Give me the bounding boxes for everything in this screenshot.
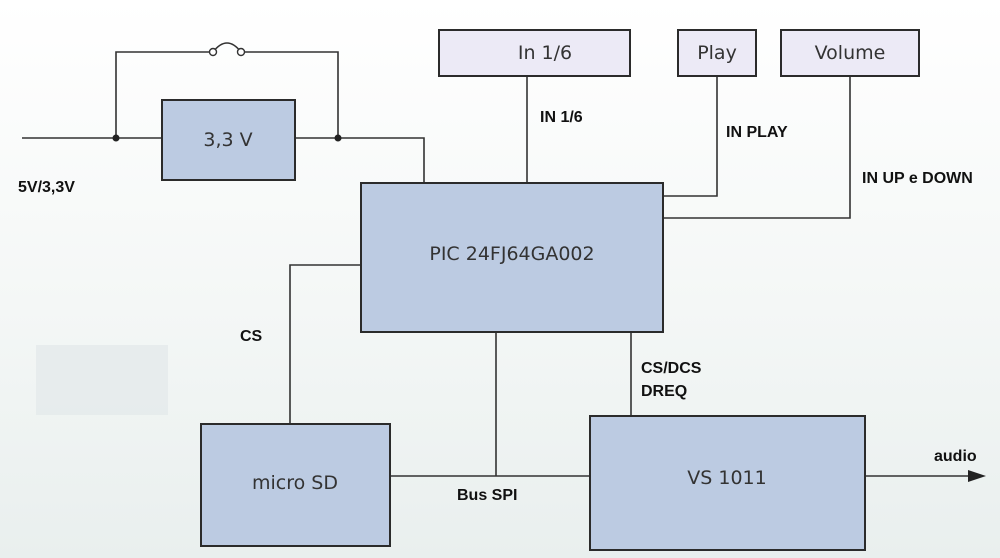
cs-signal-label: CS	[240, 328, 263, 345]
switch-contact-icon	[208, 47, 218, 57]
bypass-left-wire	[115, 51, 213, 138]
microsd-label: micro SD	[252, 472, 338, 494]
cs-wire	[289, 264, 361, 424]
inupdown-signal-label: IN UP e DOWN	[862, 170, 973, 187]
regulator-to-mcu-wire	[295, 137, 425, 183]
switch-arc	[212, 42, 242, 53]
csdcs-signal-label: CS/DCS	[641, 360, 702, 377]
play-wire	[663, 76, 718, 197]
dreq-signal-label: DREQ	[641, 383, 687, 400]
supply-label: 5V/3,3V	[18, 179, 75, 196]
audio-label: audio	[934, 448, 977, 465]
in16-block	[438, 29, 631, 77]
microsd-block	[200, 423, 391, 547]
mcu-block	[360, 182, 664, 333]
mcu-label: PIC 24FJ64GA002	[429, 243, 594, 265]
decoder-block	[589, 415, 866, 551]
junction-dot	[334, 134, 342, 142]
junction-dot	[112, 134, 120, 142]
volume-block-label: Volume	[815, 42, 886, 64]
play-block-label: Play	[697, 42, 737, 64]
wires	[22, 42, 968, 477]
inplay-signal-label: IN PLAY	[726, 124, 788, 141]
regulator-label: 3,3 V	[203, 129, 252, 151]
play-block	[677, 29, 757, 77]
volume-block	[780, 29, 920, 77]
in16-signal-label: IN 1/6	[540, 109, 583, 126]
volume-wire	[663, 76, 851, 219]
decoder-label: VS 1011	[687, 467, 766, 489]
busspi-label: Bus SPI	[457, 487, 517, 504]
in16-block-label: In 1/6	[518, 42, 572, 64]
switch-contact-icon	[236, 47, 246, 57]
faded-patch	[36, 345, 168, 415]
audio-arrow-icon	[968, 470, 986, 482]
regulator-block	[161, 99, 296, 181]
bypass-right-wire	[241, 51, 339, 138]
